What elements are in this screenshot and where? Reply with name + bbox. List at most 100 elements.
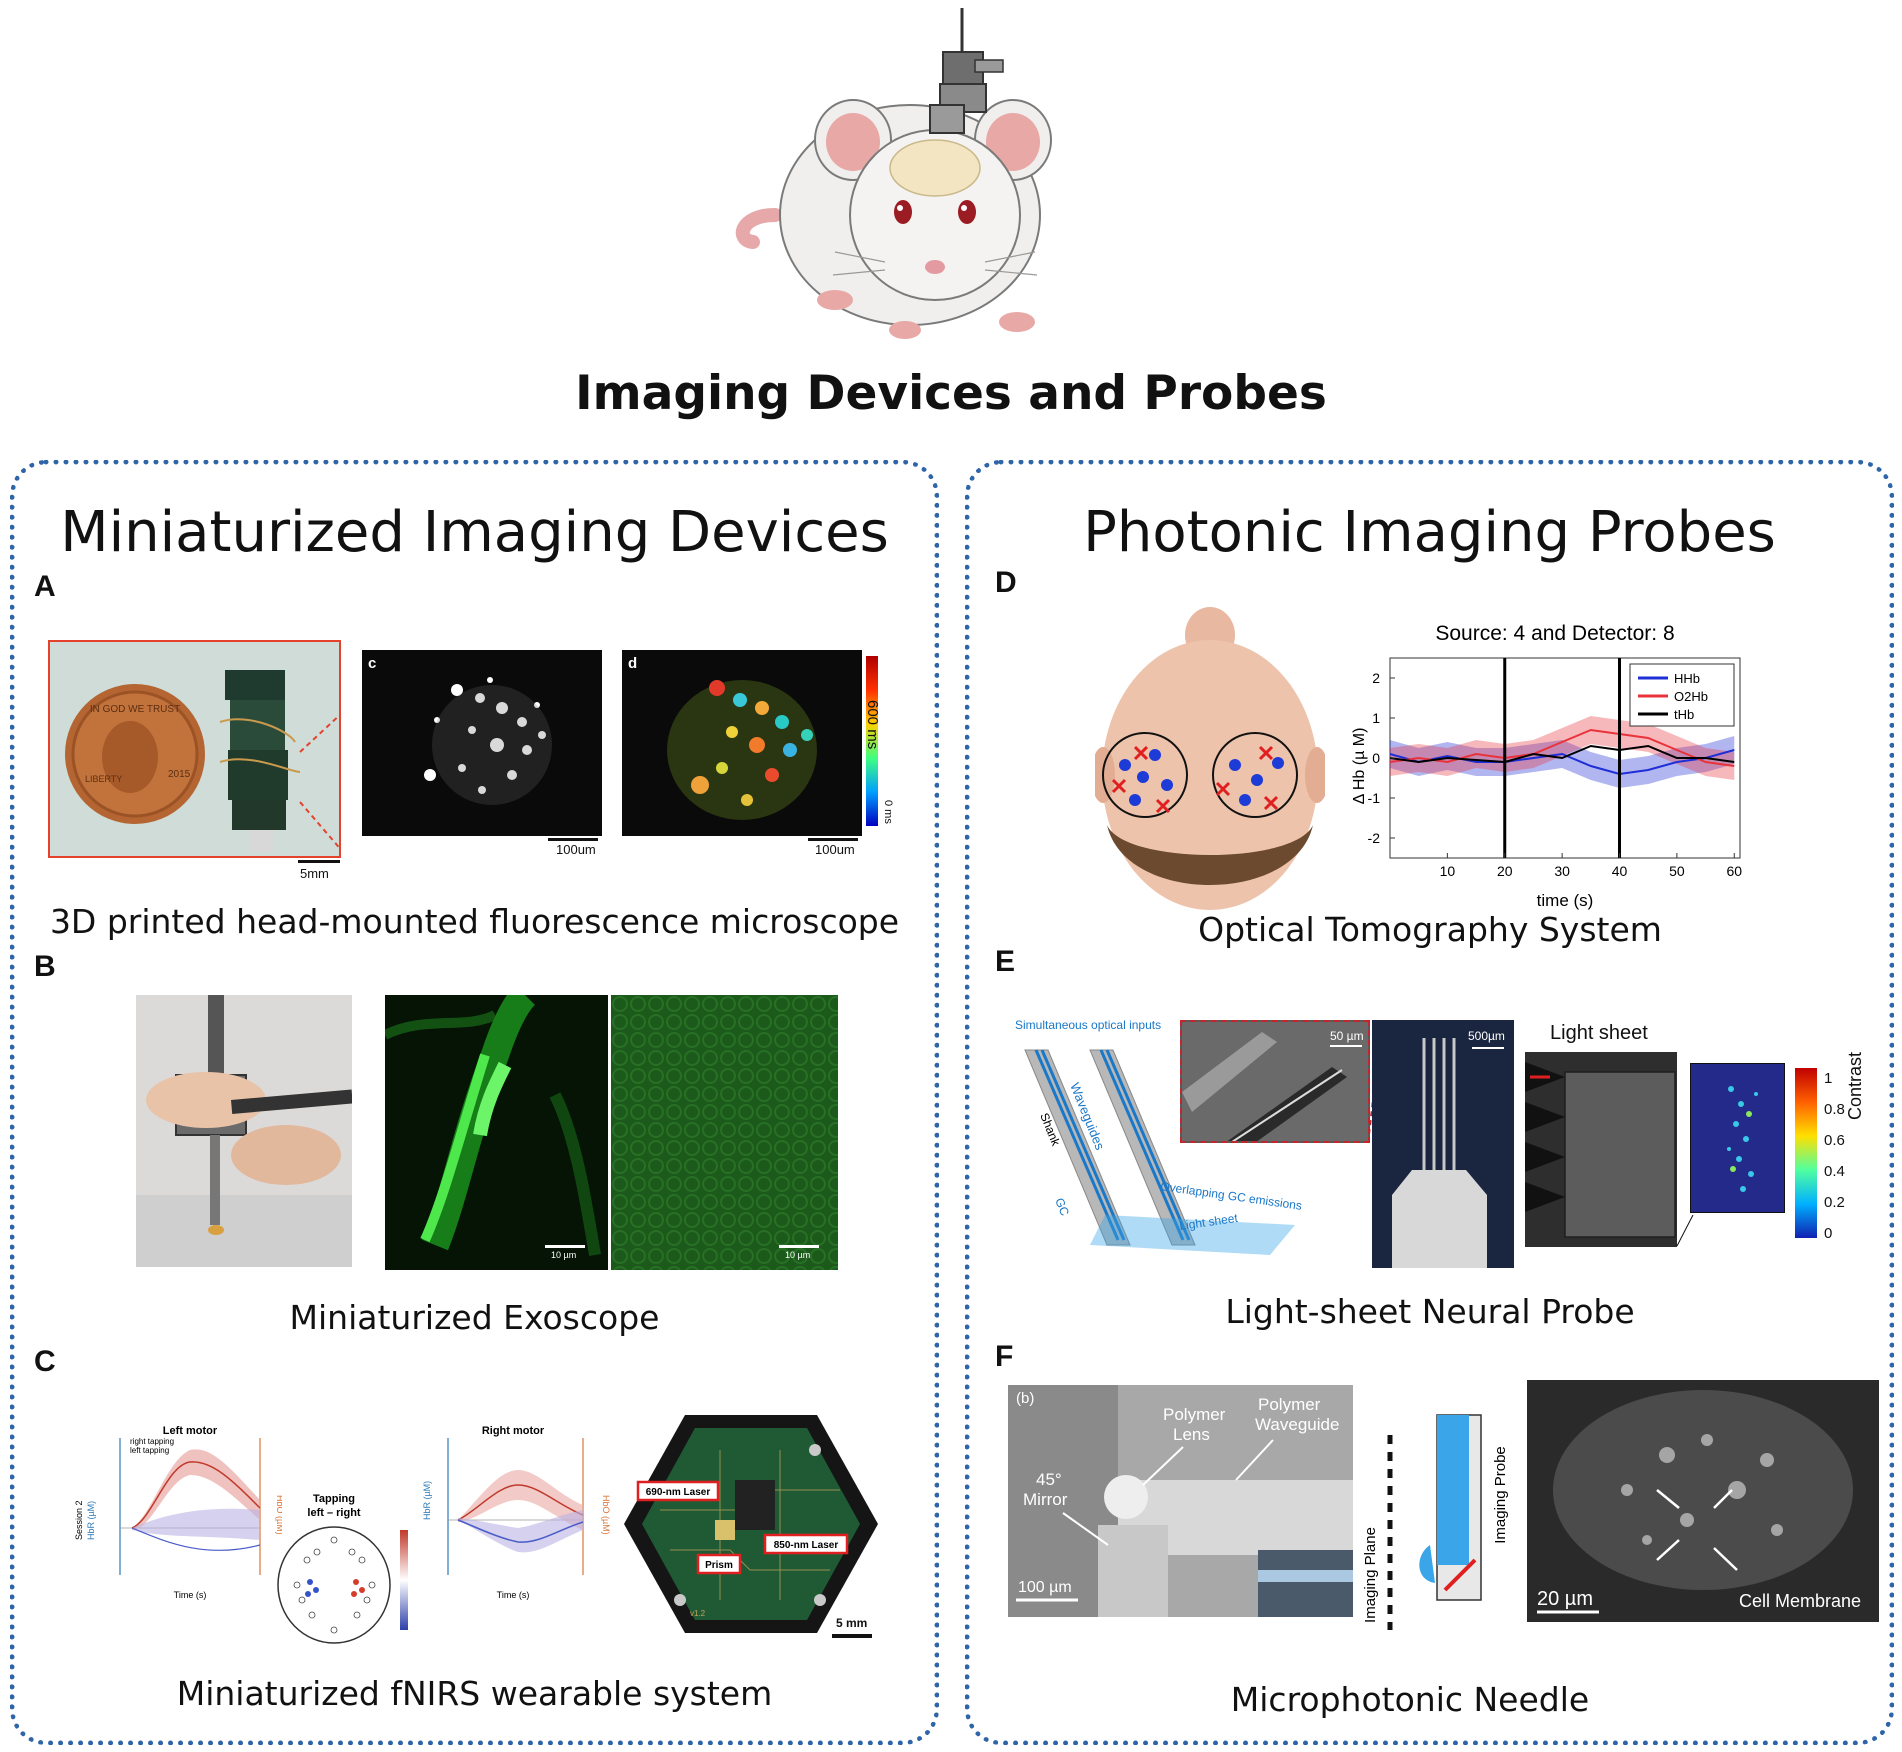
fnirs-left-motor-chart: Left motor right tapping left tapping Se… [74, 1425, 282, 1600]
caption-c: Miniaturized fNIRS wearable system [176, 1674, 773, 1713]
panel-letter-b: B [34, 950, 56, 983]
scale-bar-d [808, 838, 858, 841]
colorbar-label-0ms: 0 ms [882, 800, 894, 824]
tapping-subtitle: left – right [307, 1507, 361, 1519]
band-o2hb [1390, 716, 1735, 780]
fnirs-circuit-board: 690-nm Laser 850-nm Laser Prism v1.2 [624, 1415, 878, 1633]
legend-label-hhb: HHb [1674, 671, 1700, 686]
overlap-label: Overlapping GC emissions [1160, 1179, 1303, 1213]
tapping-title: Tapping [313, 1493, 355, 1505]
scale-label-5mm: 5mm [300, 866, 329, 881]
d-ylabel: Δ Hb (µ M) [1351, 728, 1368, 805]
coin-year: 2015 [168, 769, 191, 780]
scale-50-label: 50 µm [1330, 1029, 1364, 1043]
scale-label-board: 5 mm [836, 1616, 868, 1630]
scale-bar-c [548, 838, 598, 841]
light-sheet-probe-schematic: Simultaneous optical inputs Shank Wavegu… [1015, 1018, 1303, 1255]
page-title: Imaging Devices and Probes [575, 366, 1327, 421]
panel-letter-c: C [34, 1345, 56, 1378]
prism-label: Prism [705, 1560, 733, 1571]
legend-right-tapping: right tapping [130, 1437, 174, 1446]
scale-label-c: 100um [556, 842, 596, 857]
band-hhb [1390, 736, 1735, 788]
session-label: Session 2 [74, 1500, 84, 1540]
sem-image-tip: 50 µm [1180, 1020, 1370, 1143]
polymer-lens-2: Lens [1173, 1425, 1210, 1444]
series-o2hb [1389, 728, 1735, 767]
mirror-1: 45° [1036, 1470, 1062, 1489]
scale-500-label: 500µm [1468, 1029, 1505, 1043]
right-panel [965, 460, 1894, 1745]
right-motor-title: Right motor [482, 1425, 545, 1437]
mirror-2: Mirror [1023, 1490, 1068, 1509]
light-sheet-title: Light sheet [1550, 1022, 1648, 1044]
contrast-tick-label: 1 [1824, 1070, 1833, 1087]
caption-a: 3D printed head-mounted fluorescence mic… [49, 902, 900, 941]
laser-850-label: 850-nm Laser [774, 1540, 839, 1551]
series-thb [1389, 744, 1735, 764]
contrast-tick-label: 0.8 [1824, 1101, 1845, 1118]
x-tick-label: 20 [1497, 863, 1513, 879]
fluorescence-image-c: c [362, 650, 602, 836]
tapping-headmap: Tapping left – right [277, 1493, 408, 1644]
series-hhb [1389, 749, 1735, 776]
x-tick-label: 60 [1726, 863, 1742, 879]
hbo-label-right: HbO (µM) [601, 1495, 611, 1535]
x-tick-label: 10 [1440, 863, 1456, 879]
scale-bar-board [832, 1634, 872, 1638]
panel-letter-e: E [995, 945, 1016, 978]
legend-label-thb: tHb [1674, 707, 1694, 722]
coin-motto: IN GOD WE TRUST [90, 704, 180, 715]
gc-label: GC [1052, 1196, 1072, 1218]
legend-left-tapping: left tapping [130, 1446, 169, 1455]
board-version: v1.2 [690, 1609, 706, 1618]
x-tick-label: 40 [1612, 863, 1628, 879]
colorbar-label-600ms: 600 ms [864, 700, 881, 750]
caption-f: Microphotonic Needle [1230, 1680, 1590, 1719]
polymer-lens-1: Polymer [1163, 1405, 1226, 1424]
imaging-plane-label: Imaging Plane [1362, 1527, 1379, 1623]
y-tick-label: 2 [1372, 670, 1380, 686]
y-tick-label: 1 [1372, 710, 1380, 726]
contrast-tick-label: 0.6 [1824, 1132, 1845, 1149]
right-panel-title: Photonic Imaging Probes [1083, 500, 1776, 565]
caption-b: Miniaturized Exoscope [289, 1298, 660, 1337]
y-tick-label: -2 [1368, 830, 1381, 846]
needle-scale-100: 100 µm [1018, 1579, 1072, 1596]
contrast-tick-label: 0 [1824, 1225, 1833, 1242]
exoscope-image-2: 10 µm [611, 995, 838, 1270]
laser-690-label: 690-nm Laser [646, 1487, 711, 1498]
inputs-label: Simultaneous optical inputs [1015, 1018, 1161, 1032]
head-top-view [1095, 607, 1325, 910]
contrast-colorbar [1795, 1068, 1817, 1238]
imaging-probe-schematic: Imaging Plane Imaging Probe [1362, 1414, 1509, 1630]
exoscope-photo [136, 995, 352, 1267]
left-panel [10, 460, 939, 1745]
contrast-tick-label: 0.4 [1824, 1163, 1845, 1180]
contrast-map [1690, 1063, 1785, 1213]
time-label-left: Time (s) [174, 1590, 207, 1600]
fluorescence-image-d: d [622, 650, 862, 836]
imaging-probe-label: Imaging Probe [1492, 1446, 1509, 1544]
y-tick-label: 0 [1372, 750, 1380, 766]
hbr-label-right: HbR (µM) [422, 1481, 432, 1520]
panel-letter-f: F [995, 1340, 1014, 1373]
scale-20-label: 20 µm [1537, 1588, 1593, 1610]
zoom-lines-contrast [1676, 1214, 1694, 1247]
cell-membrane-image: Cell Membrane 20 µm [1527, 1380, 1879, 1622]
left-motor-title: Left motor [163, 1425, 218, 1437]
polymer-waveguide-1: Polymer [1258, 1395, 1321, 1414]
legend-label-o2hb: O2Hb [1674, 689, 1708, 704]
image-d-label: d [628, 655, 637, 672]
scale-bar-5mm [298, 860, 340, 863]
hbo-label-left: HbO (µM) [275, 1495, 282, 1535]
x-tick-label: 50 [1669, 863, 1685, 879]
caption-d: Optical Tomography System [1198, 910, 1662, 949]
coin-microscope-photo: IN GOD WE TRUST LIBERTY 2015 [48, 640, 341, 858]
colorbar-time [866, 656, 878, 826]
caption-e: Light-sheet Neural Probe [1225, 1292, 1635, 1331]
hbr-label-left: HbR (µM) [86, 1501, 96, 1540]
panel-letter-a: A [34, 570, 56, 603]
exoscope-image-1: 10 µm [385, 995, 608, 1270]
